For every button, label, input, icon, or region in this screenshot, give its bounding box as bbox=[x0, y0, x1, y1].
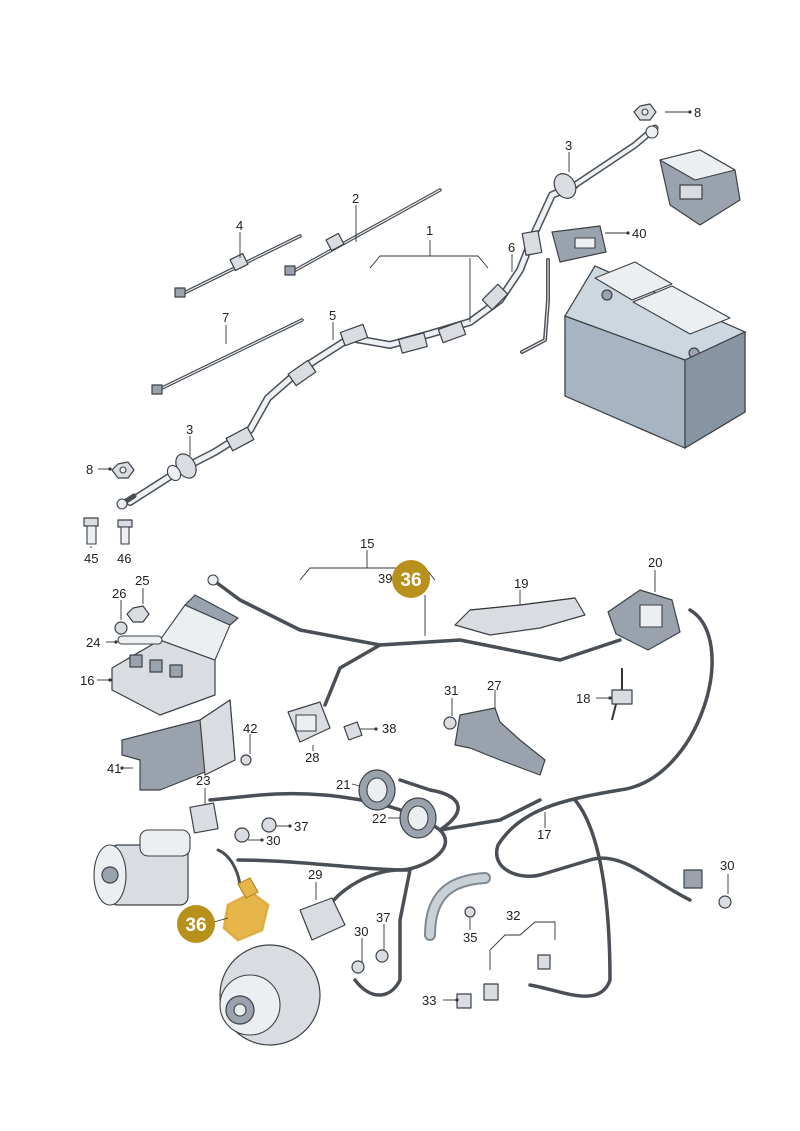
mount-27 bbox=[454, 707, 546, 776]
nut-37-lower bbox=[375, 949, 389, 963]
label-37-upper: 37 bbox=[294, 819, 308, 834]
cable-tie-2 bbox=[284, 188, 442, 276]
nut-8-lower bbox=[111, 461, 135, 479]
nut-30-upper bbox=[234, 827, 250, 843]
sensor-32 bbox=[483, 954, 551, 1001]
nut-30-lower bbox=[351, 960, 365, 974]
label-7: 7 bbox=[222, 310, 229, 325]
nut-26 bbox=[114, 621, 128, 635]
label-23: 23 bbox=[196, 773, 210, 788]
label-19: 19 bbox=[514, 576, 528, 591]
label-28: 28 bbox=[305, 750, 319, 765]
part-labels: 1 2 3 4 5 6 7 8 40 3 8 45 46 15 39 20 19… bbox=[80, 105, 734, 1008]
label-24: 24 bbox=[86, 635, 100, 650]
starter-motor bbox=[93, 829, 191, 906]
terminal-clamp-40 bbox=[551, 225, 607, 263]
alternator bbox=[219, 944, 321, 1046]
fuse-holder bbox=[659, 149, 741, 226]
label-16: 16 bbox=[80, 673, 94, 688]
battery bbox=[564, 261, 747, 450]
connector-22 bbox=[399, 797, 437, 839]
leader-lines-top bbox=[90, 111, 690, 548]
connector-20 bbox=[607, 589, 681, 651]
bolt-42 bbox=[240, 754, 252, 766]
label-5: 5 bbox=[329, 308, 336, 323]
label-42: 42 bbox=[243, 721, 257, 736]
bolt-46 bbox=[117, 519, 133, 545]
grommet-3-upper bbox=[553, 124, 659, 199]
label-32: 32 bbox=[506, 908, 520, 923]
cable-tie-4 bbox=[174, 234, 302, 298]
label-17: 17 bbox=[537, 827, 551, 842]
label-30-right: 30 bbox=[720, 858, 734, 873]
label-46: 46 bbox=[117, 551, 131, 566]
label-25: 25 bbox=[135, 573, 149, 588]
connector-28 bbox=[287, 701, 331, 743]
bracket-41 bbox=[121, 699, 236, 791]
nut-37-upper bbox=[261, 817, 277, 833]
fitting-33 bbox=[456, 993, 472, 1009]
battery-cable-5 bbox=[126, 181, 579, 506]
label-15: 15 bbox=[360, 536, 374, 551]
label-1: 1 bbox=[426, 223, 433, 238]
label-18: 18 bbox=[576, 691, 590, 706]
label-21: 21 bbox=[336, 777, 350, 792]
label-27: 27 bbox=[487, 678, 501, 693]
hose-35 bbox=[424, 872, 491, 941]
label-6: 6 bbox=[508, 240, 515, 255]
label-26: 26 bbox=[112, 586, 126, 601]
label-29: 29 bbox=[308, 867, 322, 882]
badge-36-top-text: 36 bbox=[400, 570, 421, 591]
leader-dots bbox=[108, 110, 692, 1002]
label-3-upper: 3 bbox=[565, 138, 572, 153]
bolt-45 bbox=[83, 517, 99, 545]
label-8-lower: 8 bbox=[86, 462, 93, 477]
connector-21 bbox=[358, 769, 396, 811]
label-35: 35 bbox=[463, 930, 477, 945]
badge-36-bottom: 36 bbox=[177, 905, 215, 943]
label-31: 31 bbox=[444, 683, 458, 698]
label-40: 40 bbox=[632, 226, 646, 241]
leader-lines-bottom bbox=[97, 550, 729, 1001]
label-38: 38 bbox=[382, 721, 396, 736]
highlighted-part-36 bbox=[216, 848, 270, 942]
connector-29 bbox=[299, 897, 346, 941]
label-20: 20 bbox=[648, 555, 662, 570]
nut-8-upper bbox=[633, 103, 657, 121]
fitting-38 bbox=[343, 721, 363, 741]
label-8-upper: 8 bbox=[694, 105, 701, 120]
nut-30-right bbox=[683, 869, 732, 909]
nut-25 bbox=[126, 605, 150, 623]
badge-36-top: 36 bbox=[392, 560, 430, 598]
sensor-18 bbox=[611, 668, 633, 721]
fitting-31 bbox=[443, 716, 457, 730]
wiring-harness-15 bbox=[207, 574, 714, 998]
badge-36-bottom-text: 36 bbox=[185, 915, 206, 936]
label-37-lower: 37 bbox=[376, 910, 390, 925]
label-30-upper: 30 bbox=[266, 833, 280, 848]
grommet-3-lower bbox=[116, 453, 197, 510]
label-30-lower: 30 bbox=[354, 924, 368, 939]
label-39: 39 bbox=[378, 571, 392, 586]
label-4: 4 bbox=[236, 218, 243, 233]
label-22: 22 bbox=[372, 811, 386, 826]
label-3-lower: 3 bbox=[186, 422, 193, 437]
ground-cable-6 bbox=[520, 258, 550, 354]
label-33: 33 bbox=[422, 993, 436, 1008]
connector-23 bbox=[189, 802, 219, 834]
label-45: 45 bbox=[84, 551, 98, 566]
label-2: 2 bbox=[352, 191, 359, 206]
cable-tie-7 bbox=[151, 318, 304, 395]
fuse-box-16 bbox=[111, 594, 239, 716]
label-41: 41 bbox=[107, 761, 121, 776]
strap-24 bbox=[117, 635, 163, 645]
